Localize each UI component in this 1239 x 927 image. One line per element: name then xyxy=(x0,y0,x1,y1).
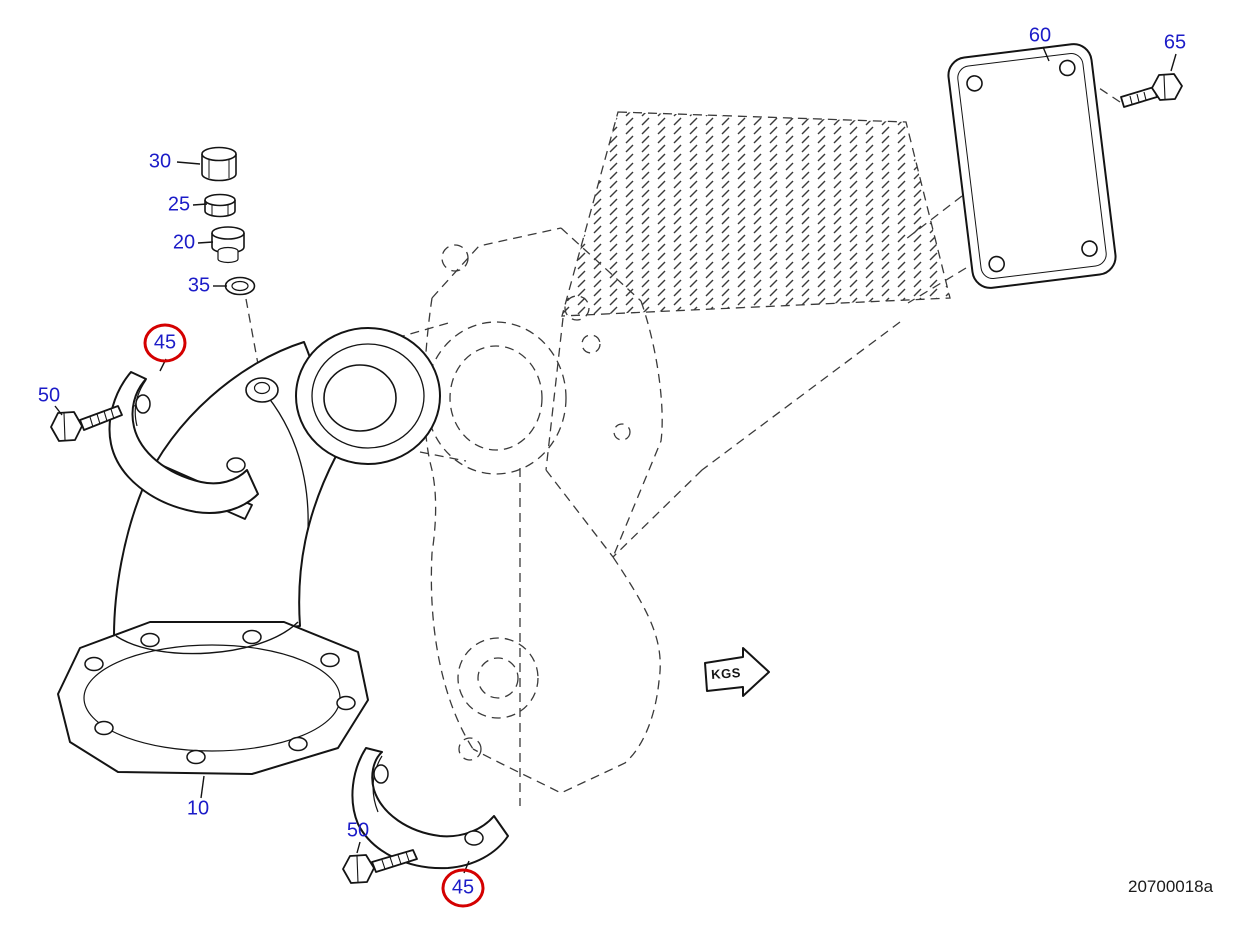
callout-label: 45 xyxy=(451,876,475,899)
cover-bolt-part xyxy=(1120,73,1183,108)
kgs-weight-label: KGS xyxy=(710,664,742,683)
callout-25[interactable]: 25 xyxy=(168,194,190,217)
drawing-id: 20700018a xyxy=(1128,877,1214,896)
kgs-arrow-icon xyxy=(704,647,770,697)
callout-label: 60 xyxy=(1028,24,1052,47)
callout-35[interactable]: 35 xyxy=(188,275,210,298)
callout-leader-lines xyxy=(54,46,1177,874)
callout-label: 50 xyxy=(37,384,61,407)
callout-label: 35 xyxy=(187,274,211,297)
callout-50-upper[interactable]: 50 xyxy=(38,385,60,408)
callout-45-lower[interactable]: 45 xyxy=(441,868,485,908)
callout-label: 10 xyxy=(186,797,210,820)
clamp-lower-part xyxy=(351,747,509,870)
heat-exchanger-hatch xyxy=(561,111,951,317)
callout-50-lower[interactable]: 50 xyxy=(347,820,369,843)
callout-label: 30 xyxy=(148,150,172,173)
callout-65[interactable]: 65 xyxy=(1164,32,1186,55)
callout-10[interactable]: 10 xyxy=(187,798,209,821)
callout-45-upper[interactable]: 45 xyxy=(143,323,187,363)
callout-label: 65 xyxy=(1163,31,1187,54)
clamp-upper-part xyxy=(108,371,259,514)
callout-label: 20 xyxy=(172,231,196,254)
callout-label: 50 xyxy=(346,819,370,842)
callout-60[interactable]: 60 xyxy=(1029,25,1051,48)
cover-plate-part xyxy=(947,43,1117,289)
callout-label: 25 xyxy=(167,193,191,216)
bolt-lower-part xyxy=(342,849,418,884)
callout-20[interactable]: 20 xyxy=(173,232,195,255)
connection-pipe-part xyxy=(57,327,441,775)
fitting-stack-parts xyxy=(201,146,256,296)
callout-30[interactable]: 30 xyxy=(149,151,171,174)
bolt-upper-part xyxy=(50,405,123,442)
callout-label: 45 xyxy=(153,331,177,354)
